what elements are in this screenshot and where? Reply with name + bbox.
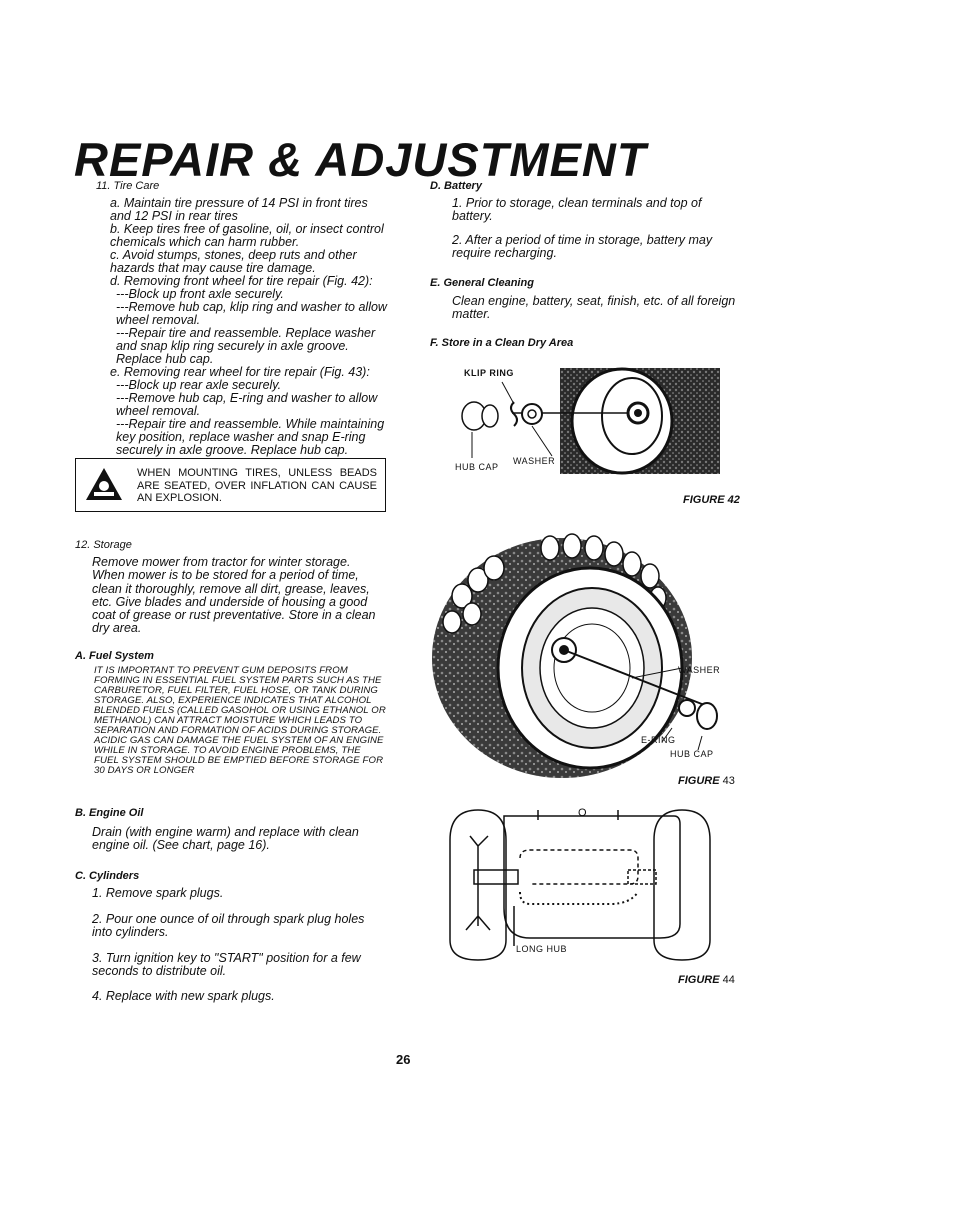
fig43-e-ring-label: E-RING	[641, 735, 676, 745]
tire-care-c: c. Avoid stumps, stones, deep ruts and o…	[110, 248, 357, 275]
fig43-hub-cap-label: HUB CAP	[670, 749, 714, 759]
warning-text: WHEN MOUNTING TIRES, UNLESS BEADS ARE SE…	[137, 467, 377, 504]
warning-triangle-icon	[84, 466, 124, 502]
storage-body: Remove mower from tractor for winter sto…	[92, 555, 376, 636]
tire-care-d: d. Removing front wheel for tire repair …	[110, 274, 373, 288]
tire-care-d2: ---Remove hub cap, klip ring and washer …	[116, 300, 387, 327]
engine-oil-body: Drain (with engine warm) and replace wit…	[92, 825, 359, 852]
fig42-washer-label: WASHER	[513, 456, 556, 466]
figure-44-illustration	[448, 806, 716, 968]
cylinders-step-4: 4. Replace with new spark plugs.	[92, 989, 275, 1003]
figure-43-illustration	[432, 518, 728, 780]
tire-care-b: b. Keep tires free of gasoline, oil, or …	[110, 222, 384, 249]
tire-care-e: e. Removing rear wheel for tire repair (…	[110, 365, 370, 379]
fig43-caption-word: FIGURE	[678, 775, 720, 787]
tire-care-a: a. Maintain tire pressure of 14 PSI in f…	[110, 196, 368, 223]
battery-step-2: 2. After a period of time in storage, ba…	[452, 233, 713, 260]
cylinders-step-3: 3. Turn ignition key to "START" position…	[92, 951, 361, 978]
figure-43-caption: FIGURE 43	[678, 775, 735, 787]
general-cleaning-heading: E. General Cleaning	[430, 277, 534, 289]
battery-heading: D. Battery	[430, 180, 482, 192]
cylinders-step-2: 2. Pour one ounce of oil through spark p…	[92, 912, 365, 939]
tire-care-heading: 11. Tire Care	[96, 180, 160, 192]
store-dry-heading: F. Store in a Clean Dry Area	[430, 337, 574, 349]
tire-care-d3: ---Repair tire and reassemble. Replace w…	[116, 326, 376, 366]
fig44-mark: O	[578, 807, 587, 819]
page-number: 26	[396, 1052, 411, 1067]
tire-care-e3: ---Repair tire and reassemble. While mai…	[116, 417, 385, 457]
tire-care-e2: ---Remove hub cap, E-ring and washer to …	[116, 391, 378, 418]
fig42-hub-cap-label: HUB CAP	[455, 462, 499, 472]
figure-42-caption: FIGURE 42	[683, 494, 740, 506]
fig42-klip-ring-label: KLIP RING	[464, 368, 514, 378]
battery-step-1: 1. Prior to storage, clean terminals and…	[452, 196, 702, 223]
cylinders-heading: C. Cylinders	[75, 870, 140, 882]
fig44-caption-num: 44	[722, 974, 735, 986]
fig44-long-hub-label: LONG HUB	[516, 944, 568, 954]
page-title: REPAIR & ADJUSTMENT	[74, 133, 647, 186]
fig43-caption-num: 43	[722, 775, 735, 787]
cylinders-step-1: 1. Remove spark plugs.	[92, 886, 224, 900]
engine-oil-heading: B. Engine Oil	[75, 807, 144, 819]
general-cleaning-body: Clean engine, battery, seat, finish, etc…	[452, 294, 736, 321]
fuel-system-body: IT IS IMPORTANT TO PREVENT GUM DEPOSITS …	[94, 665, 386, 776]
warning-box	[75, 458, 386, 512]
fig44-caption-word: FIGURE	[678, 974, 720, 986]
tire-care-e1: ---Block up rear axle securely.	[116, 378, 282, 392]
fuel-system-heading: A. Fuel System	[75, 650, 154, 662]
tire-care-d1: ---Block up front axle securely.	[116, 287, 284, 301]
fig43-washer-label: WASHER	[678, 665, 721, 675]
figure-42-illustration	[452, 364, 730, 480]
tire-care-list: a. Maintain tire pressure of 14 PSI in f…	[110, 197, 390, 457]
storage-heading: 12. Storage	[75, 539, 132, 551]
figure-44-caption: FIGURE 44	[678, 974, 735, 986]
